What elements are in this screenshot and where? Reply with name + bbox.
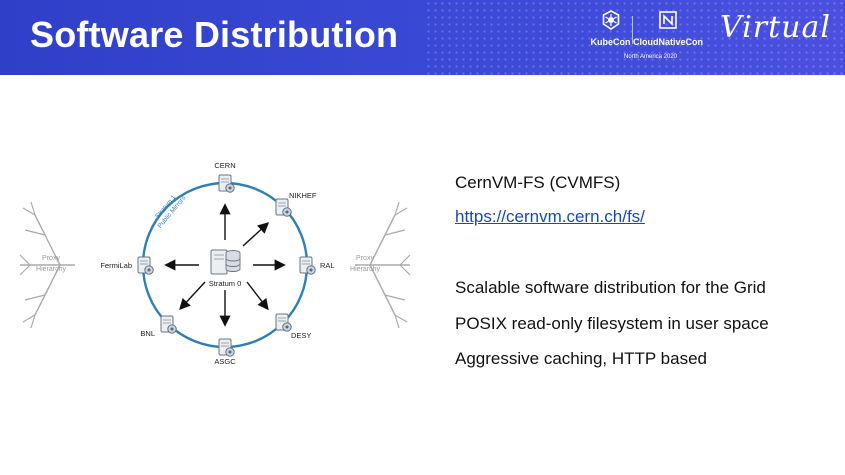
site-bnl: BNL <box>140 315 177 338</box>
site-asgc: ASGC <box>214 338 236 366</box>
site-label-fermilab: FermiLab <box>100 261 132 270</box>
product-name: CernVM-FS (CVMFS) <box>455 173 621 192</box>
arrow-to-desy <box>246 281 269 311</box>
bullet-scalable: Scalable software distribution for the G… <box>455 278 766 297</box>
site-label-bnl: BNL <box>140 329 155 338</box>
site-label-desy: DESY <box>291 331 311 340</box>
conference-logos: KubeCon CloudNativeCon North America 202… <box>588 10 838 70</box>
site-cern: CERN <box>214 161 236 193</box>
bullet-posix: POSIX read-only filesystem in user space <box>455 314 769 333</box>
stratum0-label: Stratum 0 <box>209 279 242 288</box>
kubecon-helm-icon <box>602 10 619 30</box>
proxy-label-left-line2: Hierarchy <box>36 266 66 273</box>
site-label-ral: RAL <box>320 261 335 270</box>
site-fermilab: FermiLab <box>100 256 154 275</box>
proxy-label-right-line1: Proxy <box>356 255 374 262</box>
cvmfs-link[interactable]: https://cernvm.cern.ch/fs/ <box>455 207 645 226</box>
proxy-label-right-line2: Hierarchy <box>350 266 380 273</box>
proxy-tree-left: Proxy Hierarchy <box>19 201 76 329</box>
site-label-nikhef: NIKHEF <box>289 191 317 200</box>
cloudnativecon-logo: CloudNativeCon <box>633 10 703 47</box>
virtual-wordmark: Virtual <box>720 10 831 45</box>
ring-label: Stratum 1 Public Mirrors <box>154 194 188 230</box>
slide-header: Software Distribution KubeCon CloudNativ… <box>0 0 845 75</box>
kubecon-logo: KubeCon <box>588 10 633 47</box>
cloudnativecon-label: CloudNativeCon <box>633 37 704 47</box>
proxy-label-left-line1: Proxy <box>42 255 60 262</box>
site-desy: DESY <box>275 313 311 340</box>
logo-separator <box>632 16 633 44</box>
header-dot-pattern <box>425 0 845 75</box>
kubecon-label: KubeCon <box>590 37 631 47</box>
replication-arrows <box>164 203 286 327</box>
site-ral: RAL <box>299 256 335 275</box>
site-label-asgc: ASGC <box>214 357 236 366</box>
proxy-tree-right: Proxy Hierarchy <box>350 201 411 329</box>
event-label: North America 2020 <box>623 54 678 60</box>
cvmfs-architecture-diagram: Proxy Hierarchy Proxy Hierarchy Stratum … <box>19 161 411 366</box>
slide-title: Software Distribution <box>30 14 399 55</box>
site-nikhef: NIKHEF <box>275 191 317 217</box>
arrow-to-nikhef <box>242 222 270 247</box>
cloudnativecon-icon <box>659 11 677 29</box>
arrow-to-bnl <box>179 281 206 311</box>
site-label-cern: CERN <box>214 161 235 170</box>
bullet-caching: Aggressive caching, HTTP based <box>455 349 707 368</box>
stratum0-server: Stratum 0 <box>209 249 242 288</box>
